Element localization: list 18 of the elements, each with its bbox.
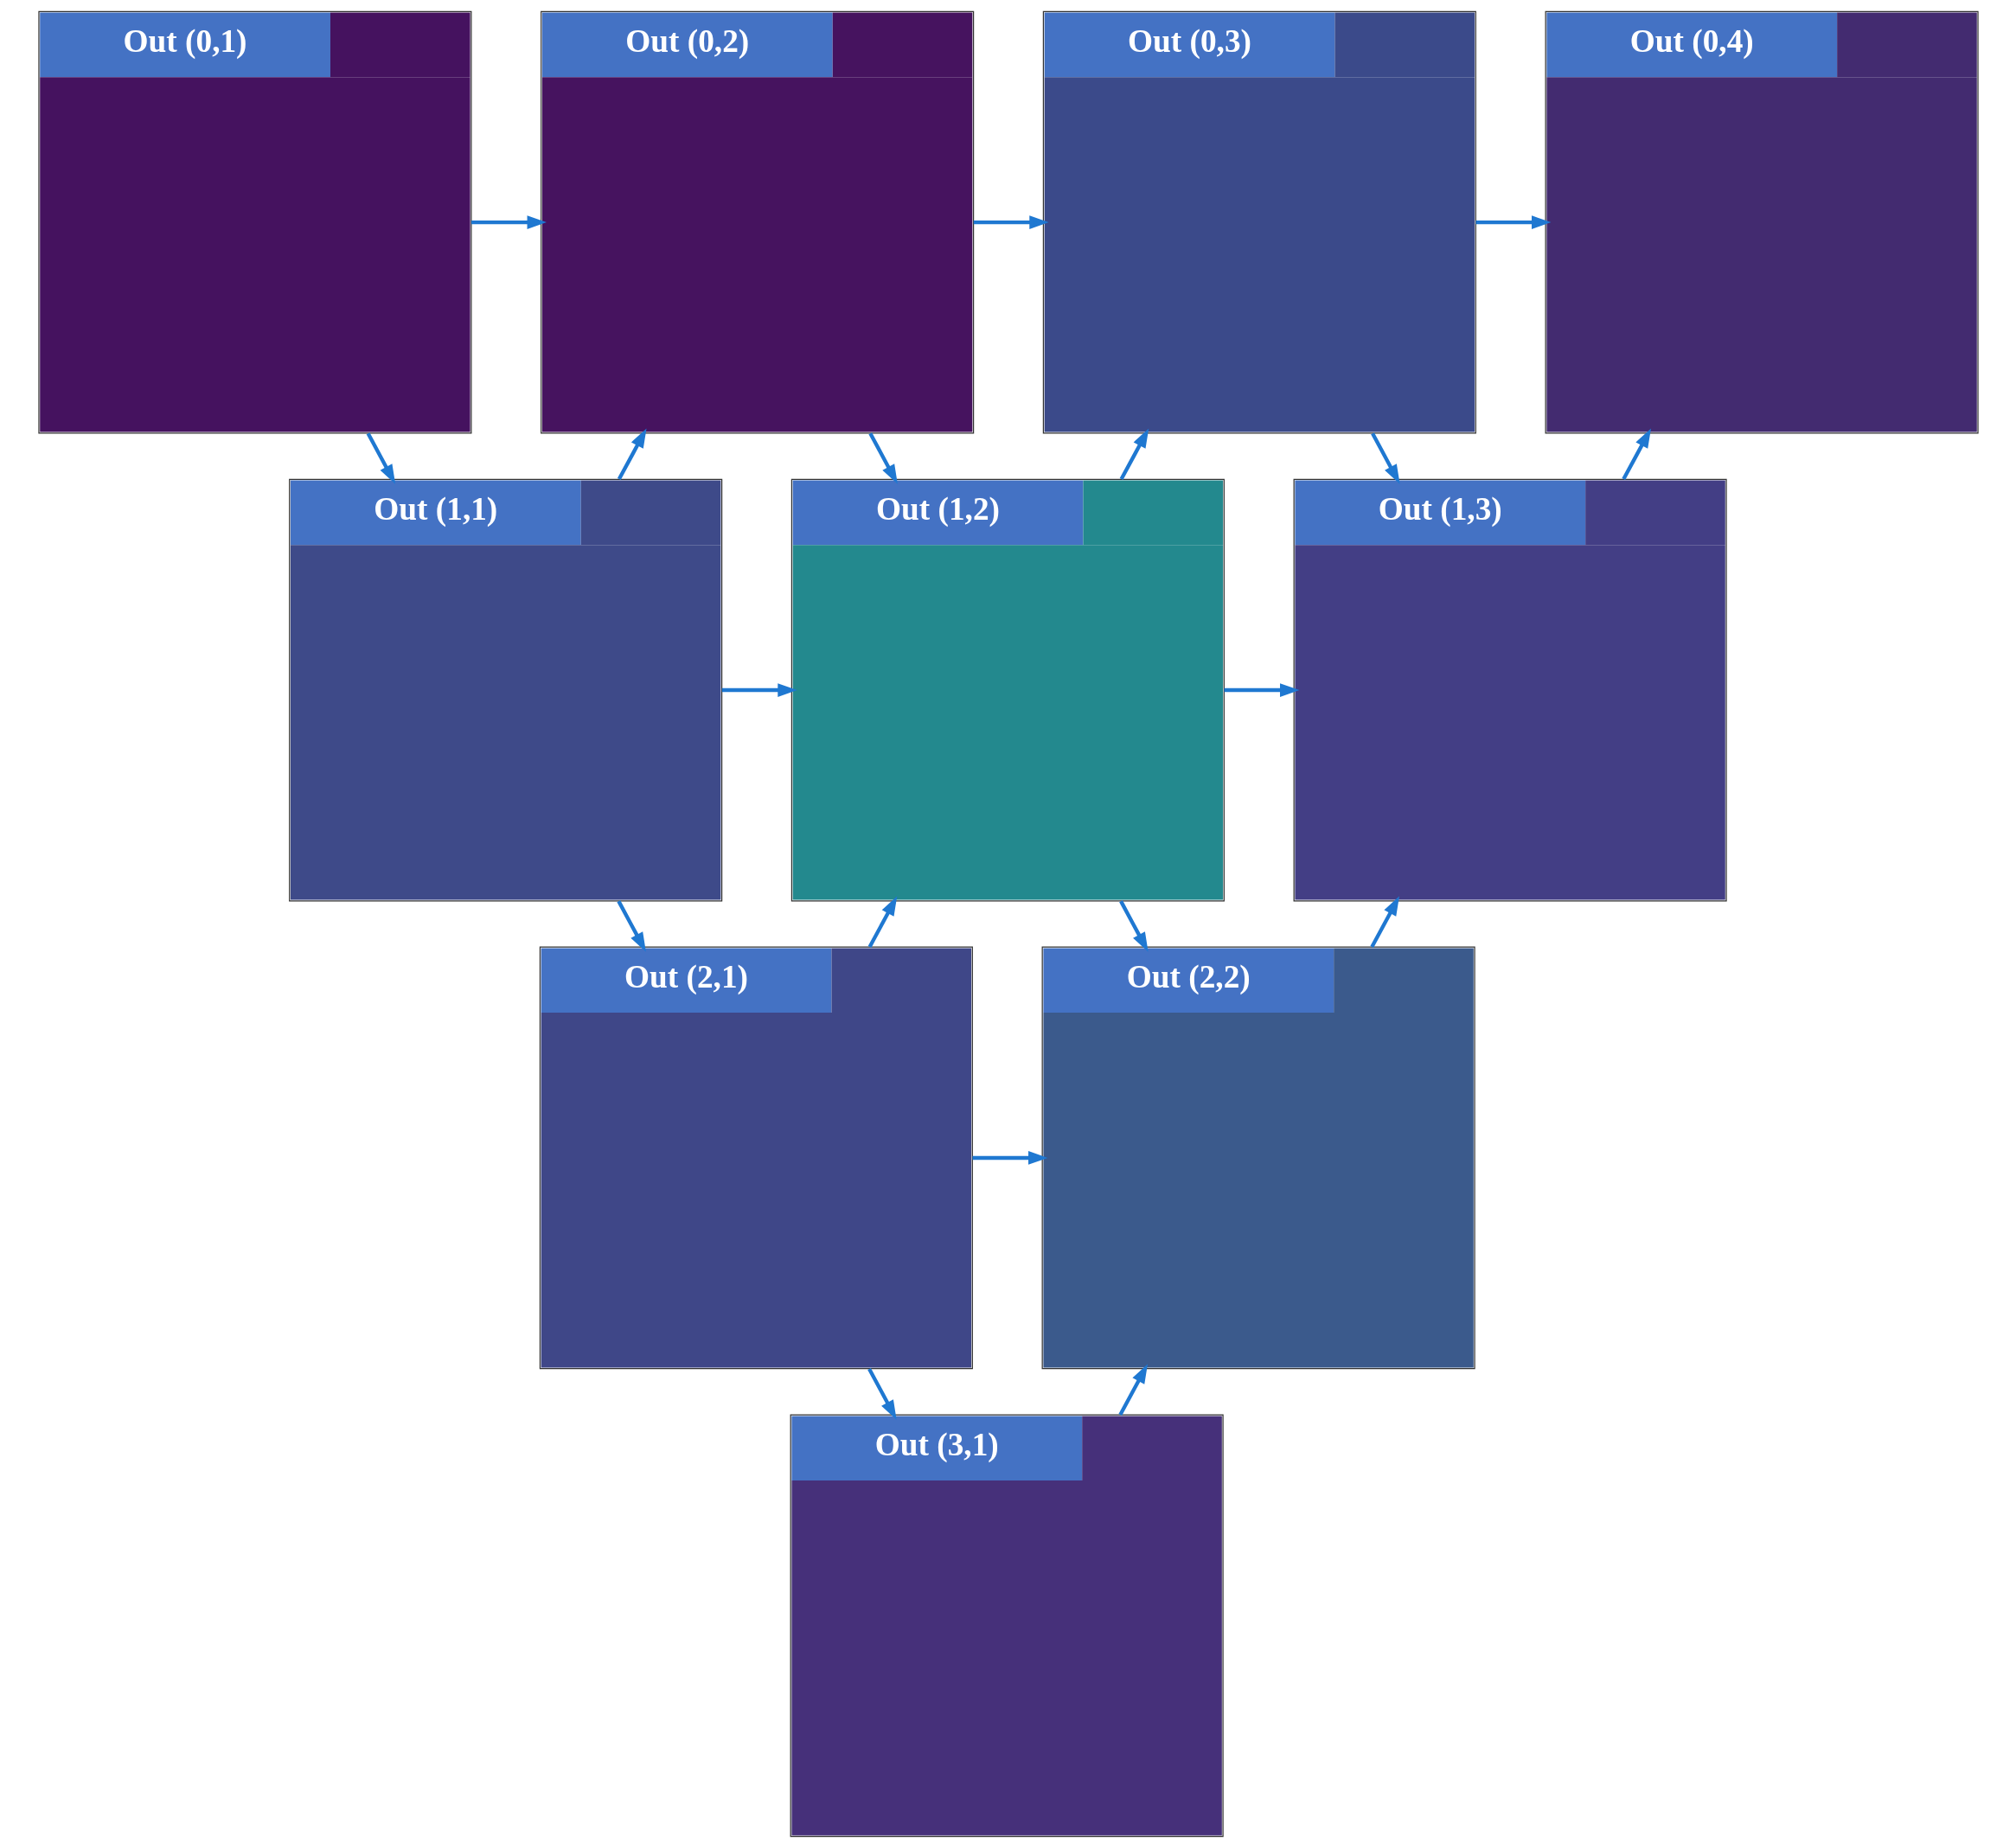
arrow <box>721 683 797 697</box>
arrow <box>470 215 547 229</box>
arrow <box>1369 896 1399 949</box>
arrow <box>1475 215 1551 229</box>
arrow <box>617 428 647 481</box>
arrow <box>616 900 646 952</box>
arrow <box>1118 900 1149 952</box>
arrow <box>1370 432 1400 484</box>
arrow <box>1119 428 1149 481</box>
arrow <box>867 1368 897 1420</box>
arrow <box>1117 1364 1148 1416</box>
arrow <box>366 432 395 484</box>
arrow <box>973 215 1049 229</box>
arrow <box>1223 683 1299 697</box>
arrow <box>972 1151 1047 1165</box>
arrow <box>867 896 897 949</box>
arrow <box>1621 428 1651 481</box>
arrow <box>867 432 898 484</box>
